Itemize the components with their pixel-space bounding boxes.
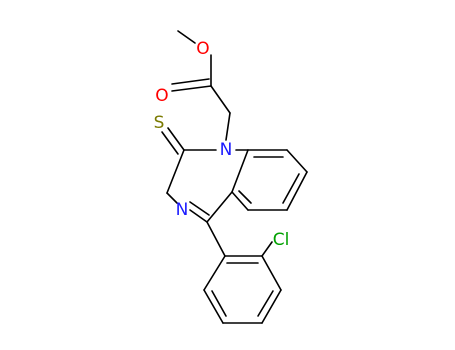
bond-ph-3 — [261, 289, 282, 324]
chlorophenyl-ring — [203, 221, 282, 324]
bond-c2-s-1 — [167, 127, 185, 151]
bond-c2-c3 — [166, 149, 185, 194]
bond-ph-5 — [203, 289, 224, 324]
bond-c5-ph — [206, 221, 226, 257]
bond-benz-inner-2 — [282, 173, 300, 204]
ester-group — [171, 30, 231, 141]
atom-o-methoxy: O — [196, 39, 209, 59]
atom-cl: Cl — [273, 230, 290, 250]
bond-c2-s-2 — [161, 131, 179, 155]
diazepine-ring — [166, 149, 249, 223]
bond-benz-3 — [286, 171, 308, 211]
bond-n4-c5 — [189, 209, 208, 223]
bond-benz-6 — [231, 149, 249, 193]
bond-carbonyl-double-1 — [171, 85, 212, 92]
bond-c3-n4 — [166, 192, 178, 204]
bond-ph-2 — [261, 255, 282, 291]
bond-ph-inner-2 — [257, 290, 274, 317]
bond-c5-c5a — [206, 191, 233, 223]
bond-ph-cl — [261, 241, 273, 257]
bond-n4-c5-double — [189, 201, 210, 216]
bond-benz-2 — [286, 149, 308, 173]
atom-n4: N — [176, 200, 189, 220]
fused-benzene-ring — [231, 149, 308, 211]
bond-benz-inner-3 — [238, 190, 252, 204]
bond-carbonyl-double-2 — [171, 78, 210, 85]
bond-ph-inner-3 — [211, 290, 227, 317]
atom-s: S — [154, 113, 165, 133]
bond-ch2-n1 — [225, 112, 231, 141]
thione-group — [161, 127, 185, 155]
bond-ph-6 — [203, 255, 226, 291]
bond-methyl-o — [177, 30, 196, 44]
atom-n1: N — [220, 140, 233, 160]
bond-carbonyl-ch2 — [210, 85, 231, 114]
bond-benz-5 — [231, 191, 249, 211]
atom-o-carbonyl: O — [155, 86, 168, 106]
